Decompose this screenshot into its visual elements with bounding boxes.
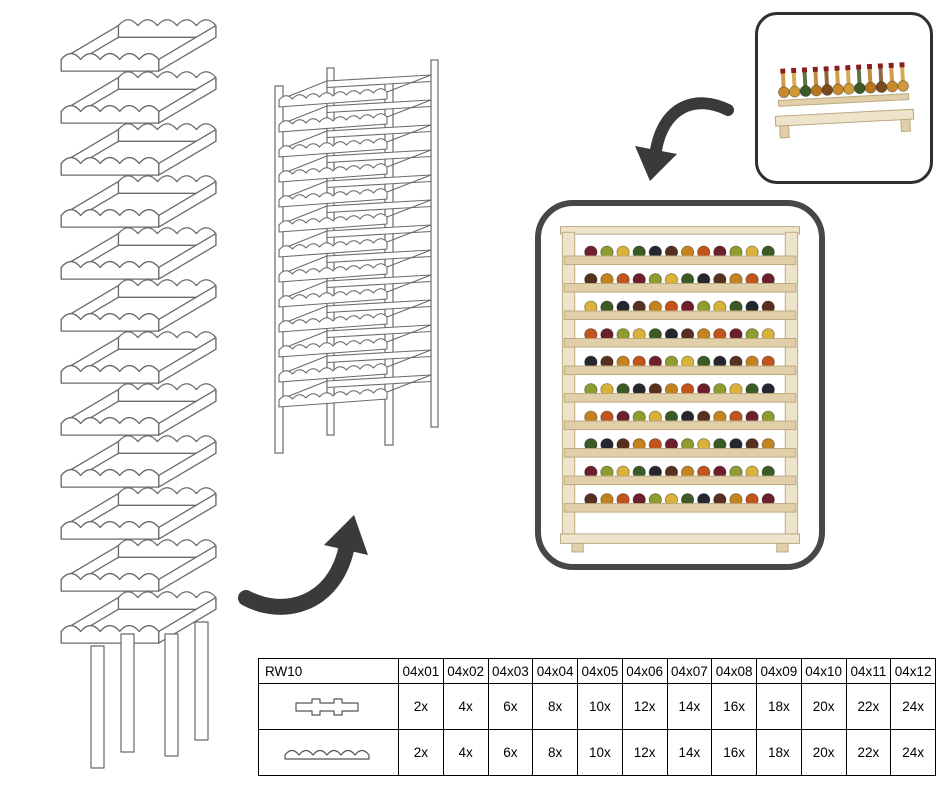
column-header: 04x02	[442, 658, 489, 684]
column-header: 04x09	[756, 658, 802, 684]
quantity-cell: 8x	[532, 683, 578, 730]
quantity-cell: 22x	[845, 729, 892, 776]
quantity-cell: 16x	[711, 683, 757, 730]
quantity-cell: 24x	[890, 683, 936, 730]
quantity-cell: 18x	[756, 683, 802, 730]
full-rack-image	[560, 226, 800, 553]
quantity-cell: 20x	[800, 729, 847, 776]
assembled-rack-drawing	[274, 59, 439, 454]
stacking-arrow-icon	[635, 97, 734, 181]
quantity-cell: 16x	[711, 729, 757, 776]
quantity-cell: 20x	[800, 683, 847, 730]
column-header: 04x06	[621, 658, 668, 684]
quantity-cell: 14x	[666, 729, 713, 776]
quantity-cell: 8x	[532, 729, 578, 776]
column-header: 04x12	[890, 658, 936, 684]
quantity-cell: 4x	[442, 683, 489, 730]
wavy-shelf-icon	[258, 729, 399, 776]
quantity-cell: 10x	[577, 729, 623, 776]
rack-frame	[560, 226, 800, 537]
column-header: 04x01	[398, 658, 444, 684]
quantity-cell: 4x	[442, 729, 489, 776]
column-header: 04x11	[845, 658, 892, 684]
assembly-arrow-icon	[238, 515, 368, 615]
column-header: 04x08	[711, 658, 757, 684]
quantity-cell: 2x	[398, 683, 444, 730]
column-header: 04x04	[532, 658, 578, 684]
column-header: 04x07	[666, 658, 713, 684]
column-header: 04x05	[577, 658, 623, 684]
side-bracket-icon	[258, 683, 399, 730]
quantity-cell: 6x	[487, 683, 534, 730]
full-rack-photo	[535, 200, 825, 570]
quantity-cell: 2x	[398, 729, 444, 776]
rack-base	[560, 533, 800, 553]
quantity-cell: 22x	[845, 683, 892, 730]
quantity-cell: 18x	[756, 729, 802, 776]
rack-legs-drawing	[90, 621, 209, 769]
quantity-cell: 12x	[621, 729, 668, 776]
quantity-cell: 6x	[487, 729, 534, 776]
quantity-cell: 24x	[890, 729, 936, 776]
single-tier-rack-image	[774, 62, 915, 139]
quantity-cell: 14x	[666, 683, 713, 730]
column-header: 04x10	[800, 658, 847, 684]
table-model-label: RW10	[258, 658, 399, 684]
quantity-cell: 10x	[577, 683, 623, 730]
exploded-parts-stack-drawing	[60, 19, 217, 769]
shelf-rows-drawing	[278, 74, 432, 408]
column-header: 04x03	[487, 658, 534, 684]
quantity-cell: 12x	[621, 683, 668, 730]
single-tier-rack-photo	[755, 12, 933, 184]
